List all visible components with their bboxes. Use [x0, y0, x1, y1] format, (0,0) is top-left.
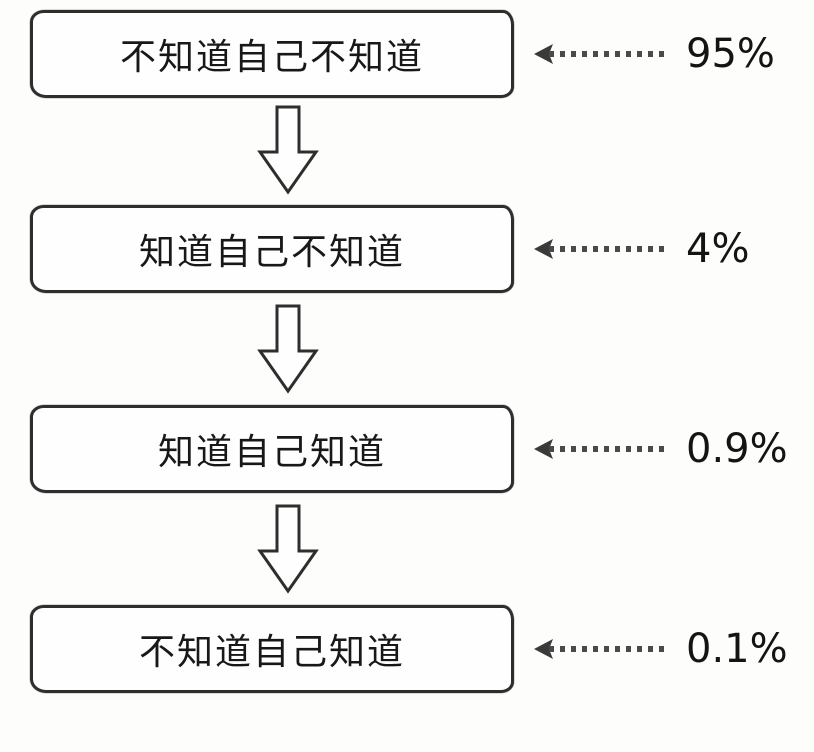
- dotted-left-arrow-icon: [534, 639, 664, 659]
- dotted-left-arrow-icon: [534, 44, 664, 64]
- percent-label: 95%: [686, 31, 775, 77]
- flow-box-3: 知道自己知道: [30, 405, 514, 493]
- flow-box-2: 知道自己不知道: [30, 205, 514, 293]
- down-arrow-icon: [257, 504, 319, 594]
- percent-label: 0.9%: [686, 426, 788, 472]
- flow-box-1: 不知道自己不知道: [30, 10, 514, 98]
- flow-box-label: 知道自己不知道: [138, 232, 405, 273]
- dotted-left-arrow-icon: [534, 439, 664, 459]
- flow-box-4: 不知道自己知道: [30, 605, 514, 693]
- flow-box-label: 知道自己知道: [157, 432, 386, 473]
- dotted-left-arrow-icon: [534, 239, 664, 259]
- percent-label: 0.1%: [686, 626, 788, 672]
- down-arrow-icon: [257, 105, 319, 195]
- percent-label: 4%: [686, 226, 750, 272]
- flow-box-label: 不知道自己不知道: [119, 37, 424, 78]
- down-arrow-icon: [257, 304, 319, 394]
- flow-box-label: 不知道自己知道: [138, 632, 405, 673]
